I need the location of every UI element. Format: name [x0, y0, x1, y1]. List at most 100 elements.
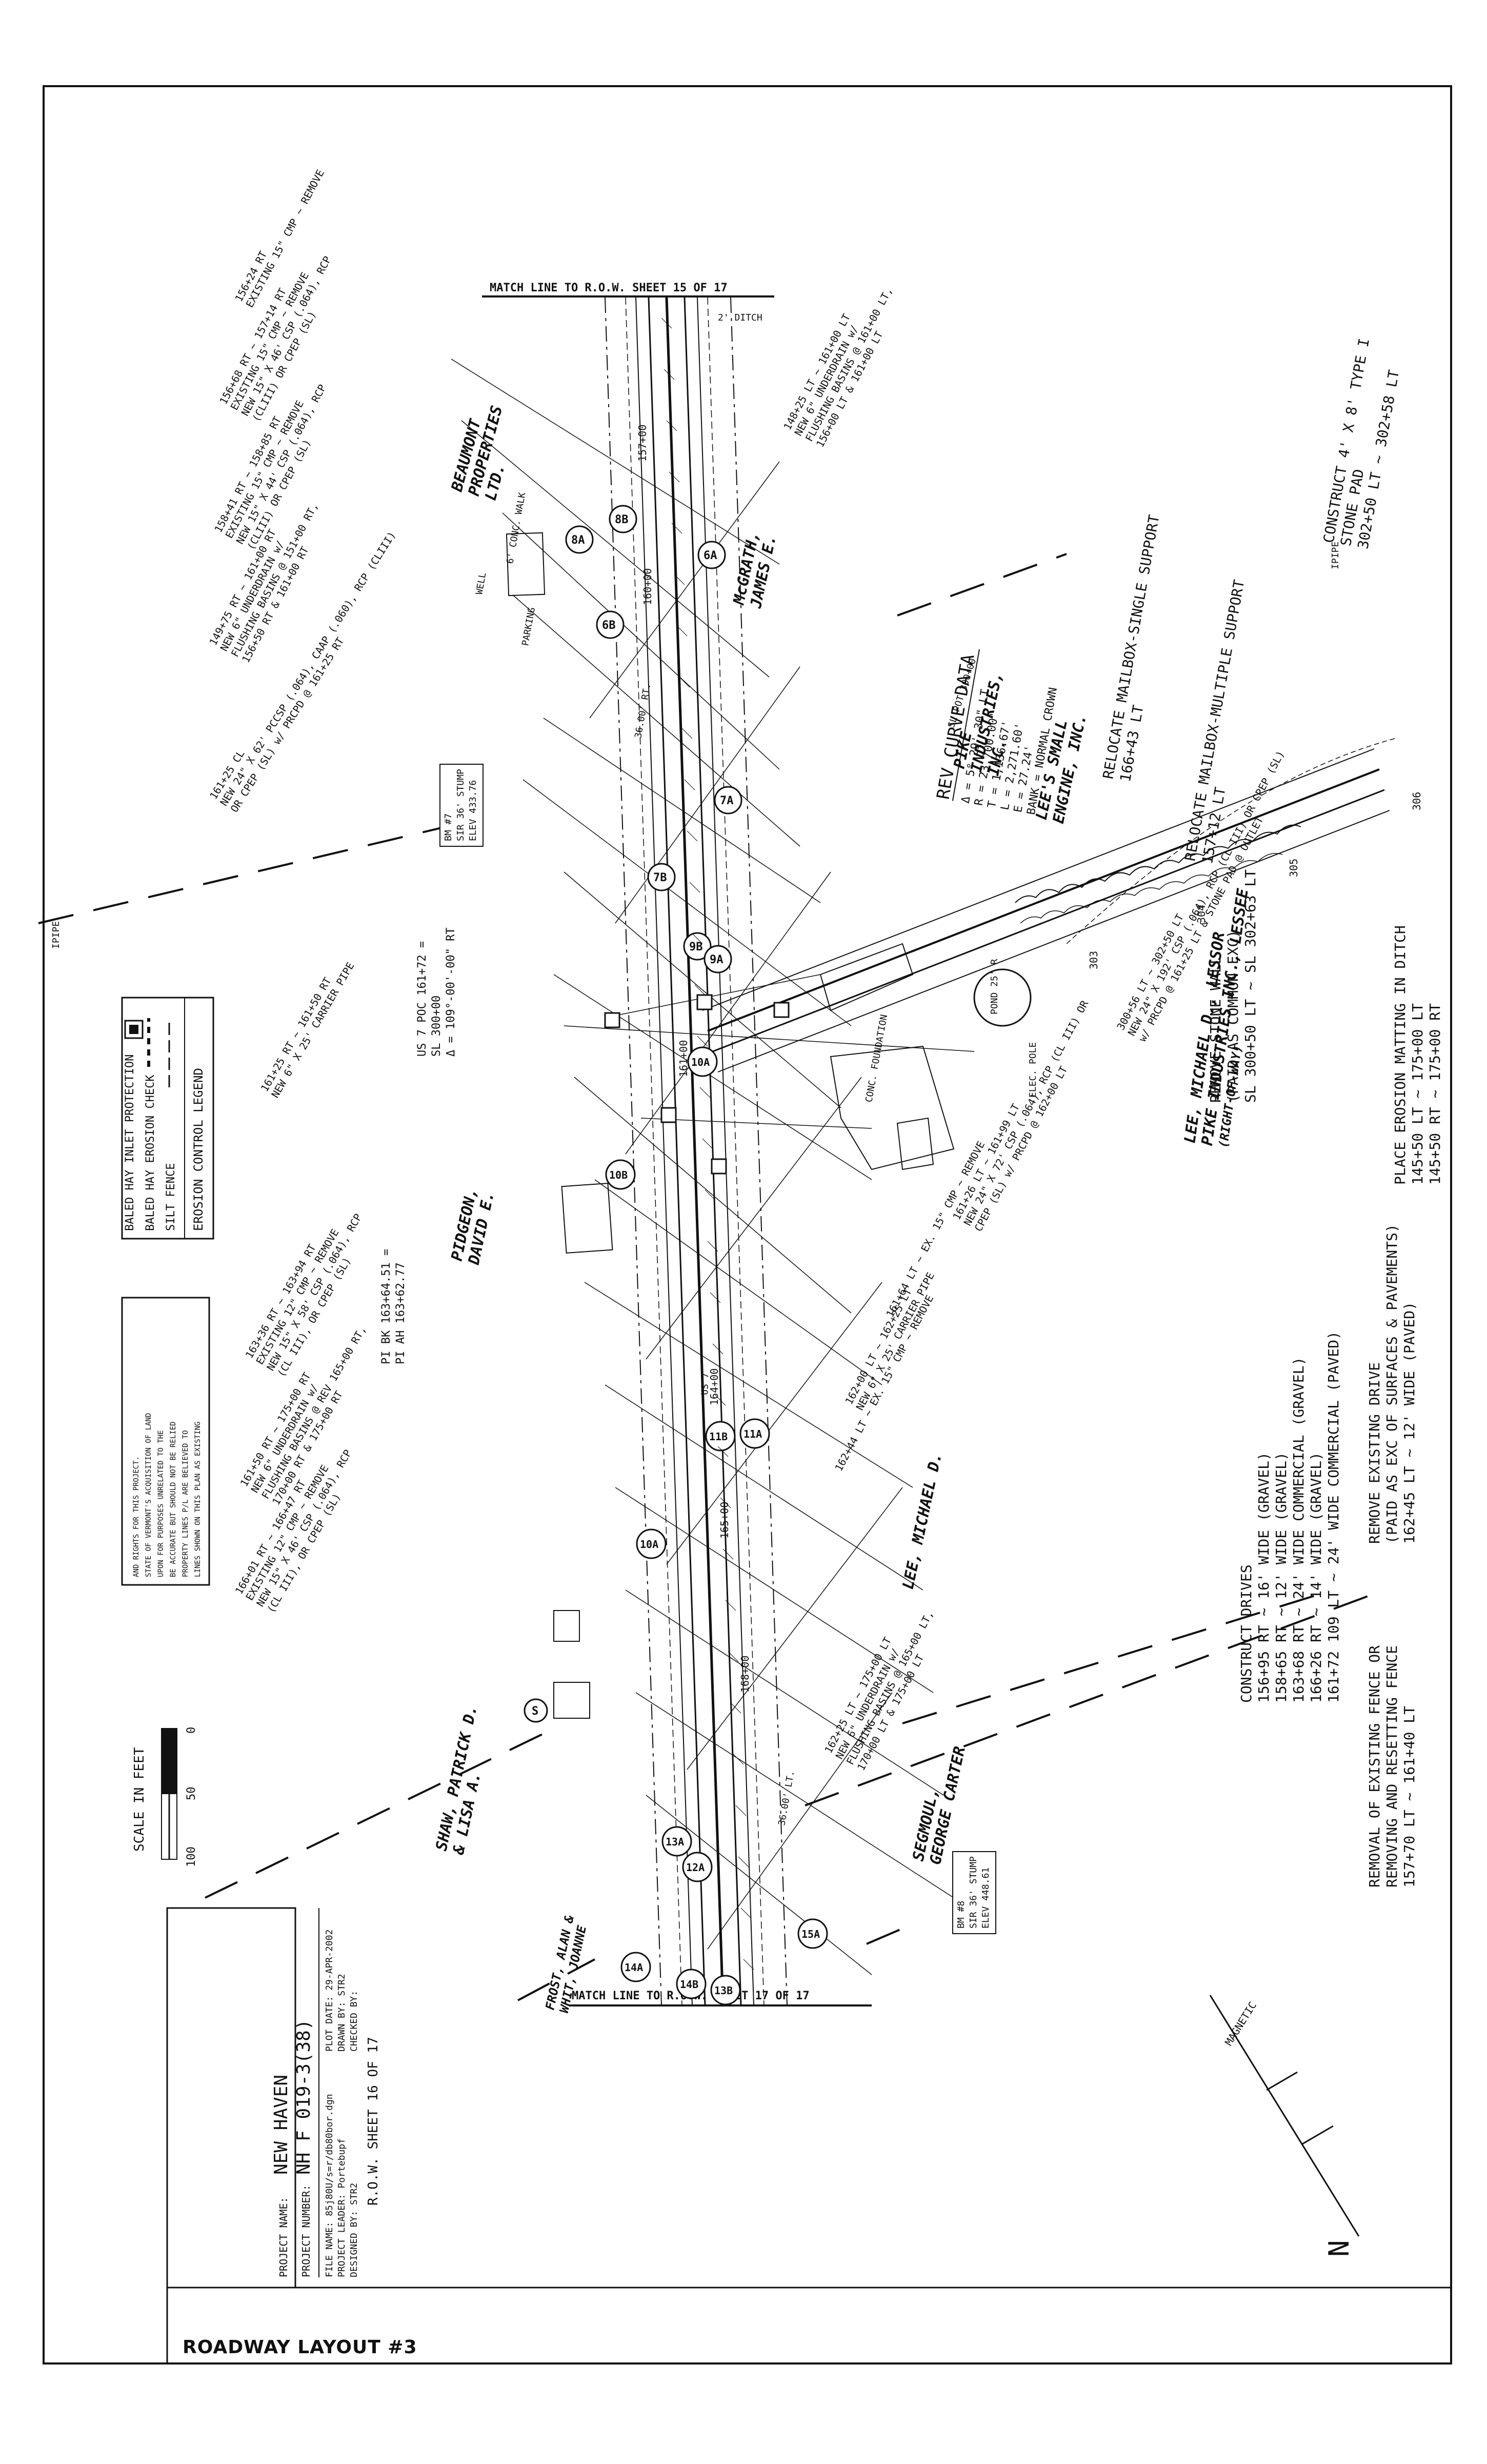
owner-mcgrath: McGRATH,JAMES E.	[730, 530, 780, 610]
project-number-label: PROJECT NUMBER:	[300, 2184, 312, 2277]
svg-text:PROPERTY LINES P/L ARE BELIEVE: PROPERTY LINES P/L ARE BELIEVED TO	[182, 1430, 190, 1577]
monument-14A: 14A	[620, 1952, 651, 1982]
owner-segmoul: SEGMOUL,GEORGE CARTER	[910, 1745, 969, 1866]
svg-text:161+25 RT ~ 161+50 RT: 161+25 RT ~ 161+50 RT	[258, 976, 334, 1094]
svg-text:LINES SHOWN ON THIS PLAN AS EX: LINES SHOWN ON THIS PLAN AS EXISTING	[194, 1422, 202, 1577]
svg-text:168+00: 168+00	[739, 1656, 751, 1693]
plot-date: PLOT DATE: 29-APR-2002	[324, 1930, 335, 2052]
monument-10A: 10A	[687, 1046, 718, 1077]
checked-by: CHECKED BY:	[349, 1991, 359, 2052]
road-detail-ticks	[661, 317, 754, 1970]
svg-text:10A: 10A	[640, 1538, 658, 1551]
monument-15A: 15A	[797, 1918, 828, 1949]
scale-bar: 0 50 100 SCALE IN FEET	[132, 1727, 198, 1867]
monument-8B: 8B	[609, 505, 637, 533]
svg-text:ELEV 448.61: ELEV 448.61	[980, 1867, 991, 1929]
svg-text:160+00: 160+00	[641, 568, 654, 605]
svg-text:10A: 10A	[691, 1056, 710, 1068]
svg-text:145+50 RT ~ 175+00 RT: 145+50 RT ~ 175+00 RT	[1426, 1003, 1443, 1185]
svg-text:CONSTRUCT DRIVES: CONSTRUCT DRIVES	[1238, 1564, 1255, 1703]
svg-text:158+65 RT ~ 12' WIDE (GRAVEL): 158+65 RT ~ 12' WIDE (GRAVEL)	[1273, 1452, 1290, 1703]
svg-text:REMOVAL OF EXISTING FENCE OR: REMOVAL OF EXISTING FENCE OR	[1366, 1645, 1383, 1887]
svg-text:8B: 8B	[615, 513, 629, 526]
monument-10A-2: 10A	[636, 1528, 667, 1559]
svg-text:PLACE EROSION MATTING IN DITCH: PLACE EROSION MATTING IN DITCH	[1392, 925, 1409, 1185]
well-label: WELL	[474, 571, 488, 595]
erosion-legend: EROSION CONTROL LEGEND SILT FENCE BALED …	[121, 997, 214, 1240]
svg-text:Δ = 109°-00'-00" RT: Δ = 109°-00'-00" RT	[445, 927, 457, 1057]
svg-text:14A: 14A	[625, 1961, 643, 1974]
legend-title: EROSION CONTROL LEGEND	[191, 1068, 206, 1231]
svg-text:NEW 24" X 72' CSP (.064), RCP: NEW 24" X 72' CSP (.064), RCP (CL III) O…	[961, 998, 1091, 1228]
svg-text:UPON FOR PURPOSES UNRELATED TO: UPON FOR PURPOSES UNRELATED TO THE	[157, 1430, 165, 1577]
drainage-note-15: 162+44 LT ~ EX. 15" CMP ~ REMOVE	[832, 1293, 936, 1473]
tree-line-inner	[1020, 853, 1283, 924]
svg-text:166+26 RT ~ 14' WIDE (GRAVEL): 166+26 RT ~ 14' WIDE (GRAVEL)	[1308, 1452, 1324, 1703]
scale-label: SCALE IN FEET	[132, 1747, 147, 1852]
designed-by: DESIGNED BY: STR2	[349, 2183, 359, 2277]
project-name-label: PROJECT NAME:	[277, 2197, 290, 2277]
svg-text:9B: 9B	[689, 941, 703, 953]
sl-side-road	[702, 738, 1395, 1072]
ipipe-label-west: IPIPE	[51, 921, 62, 949]
monument-6A: 6A	[697, 541, 726, 569]
monument-8A: 8A	[565, 525, 594, 554]
drawn-by: DRAWN BY: STR2	[336, 1974, 347, 2052]
svg-text:162+45 LT ~ 12' WIDE (PAVED): 162+45 LT ~ 12' WIDE (PAVED)	[1401, 1302, 1418, 1544]
ipipe-label: IPIPE	[1330, 542, 1341, 569]
monument-7A: 7A	[714, 786, 742, 814]
tie-lines	[451, 359, 975, 1975]
monument-7B: 7B	[647, 863, 676, 891]
sheet-title: ROADWAY LAYOUT #3	[183, 2337, 417, 2358]
svg-text:162+44 LT ~ EX. 15" CMP ~ REMO: 162+44 LT ~ EX. 15" CMP ~ REMOVE	[832, 1293, 936, 1473]
svg-text:AND RIGHTS FOR THIS PROJECT.: AND RIGHTS FOR THIS PROJECT.	[132, 1456, 140, 1577]
svg-text:304: 304	[1195, 905, 1208, 923]
match-line-top-label: MATCH LINE TO R.O.W. SHEET 15 OF 17	[490, 282, 728, 294]
drainage-note-13: 161+64 LT ~ EX. 15" CMP ~ REMOVE	[883, 1139, 987, 1319]
owner-pidgeon: PIDGEON,DAVID E.	[448, 1186, 498, 1267]
property-lines	[38, 553, 1385, 2001]
svg-text:NEW 6" X 25' CARRIER PIPE: NEW 6" X 25' CARRIER PIPE	[269, 960, 356, 1100]
scale-tick-0: 0	[185, 1727, 198, 1734]
monument-12A: 12A	[682, 1852, 713, 1882]
svg-text:(PAID AS EXC OF SURFACES & PAV: (PAID AS EXC OF SURFACES & PAVEMENTS)	[1383, 1224, 1400, 1544]
svg-text:12A: 12A	[686, 1861, 705, 1874]
svg-text:7A: 7A	[720, 794, 734, 807]
svg-text:6A: 6A	[704, 549, 717, 562]
monument-11A: 11A	[739, 1418, 770, 1449]
scale-tick-50: 50	[185, 1787, 198, 1801]
svg-text:306: 306	[1411, 792, 1423, 810]
svg-text:14B: 14B	[680, 1978, 698, 1991]
legend-item-inlet-protection: BALED HAY INLET PROTECTION	[124, 1055, 136, 1231]
svg-text:13A: 13A	[666, 1836, 684, 1848]
svg-text:10B: 10B	[609, 1169, 628, 1181]
project-leader: PROJECT LEADER: Portebupf	[336, 2138, 347, 2277]
svg-text:6B: 6B	[602, 619, 616, 632]
us7-label: US 7	[699, 1373, 711, 1395]
owner-lee-michael: LEE, MICHAEL D.	[899, 1451, 946, 1591]
east-note-stone-wall: REMOVE STONE WALL(PAID AS COMMON EXC)SL …	[1207, 869, 1259, 1103]
offset-label-b: 36.00' LT.	[776, 1770, 797, 1826]
svg-text:7B: 7B	[653, 871, 667, 884]
svg-text:161+00: 161+00	[677, 1040, 690, 1077]
svg-text:163+68 RT ~ 24' WIDE COMMERCIA: 163+68 RT ~ 24' WIDE COMMERCIAL (GRAVEL)	[1290, 1357, 1307, 1703]
svg-text:11A: 11A	[744, 1428, 762, 1440]
